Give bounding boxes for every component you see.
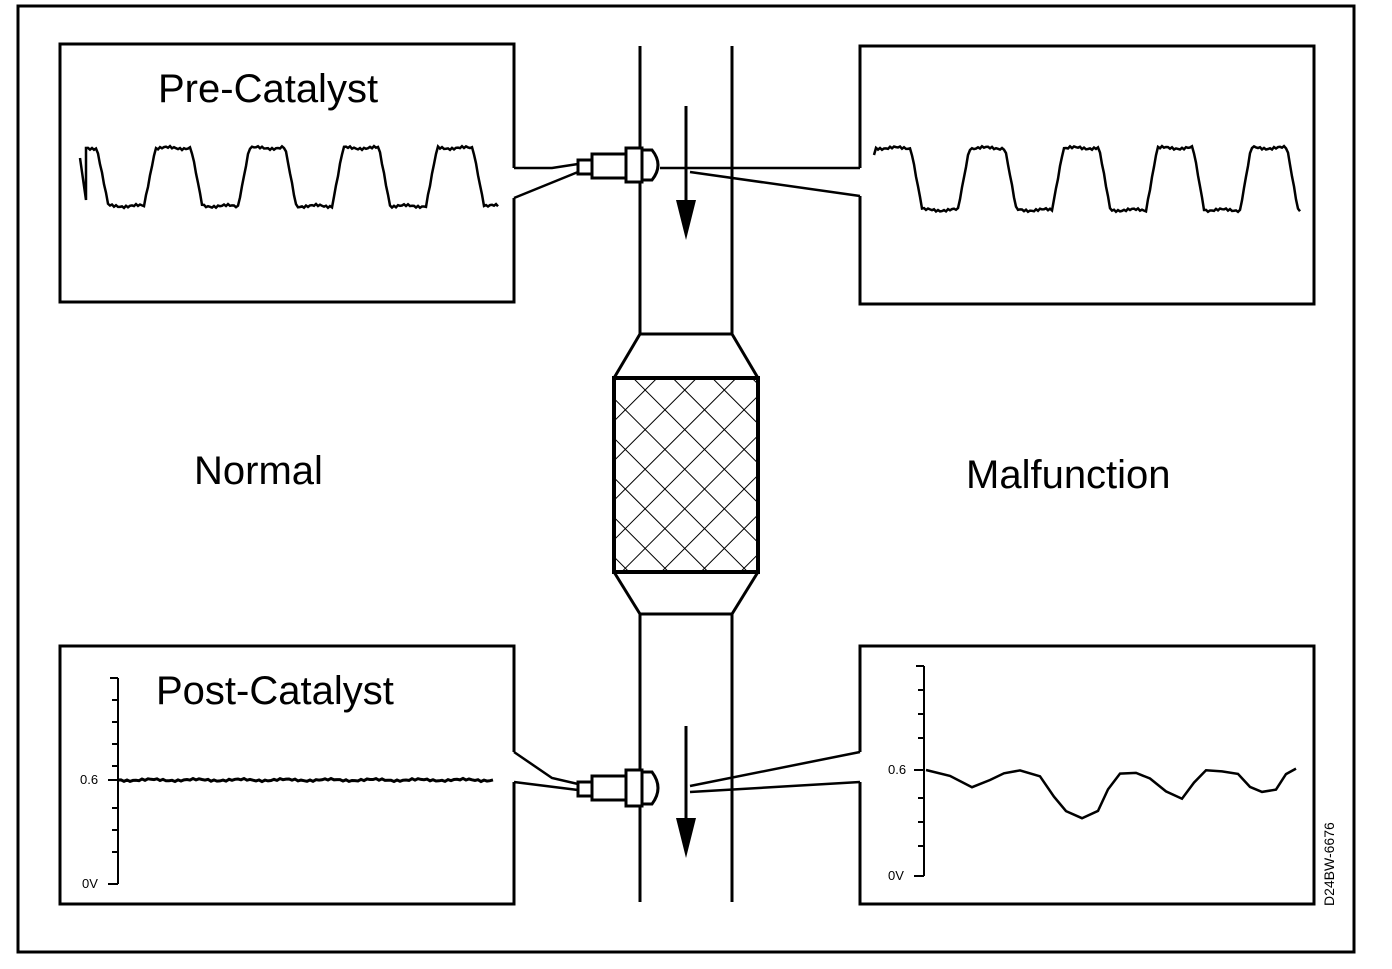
exhaust-pipe (612, 46, 760, 902)
axis-post-normal (108, 677, 119, 885)
leader-lines (513, 162, 861, 794)
label-normal: Normal (194, 449, 323, 493)
sensor-upstream (576, 146, 660, 184)
waveform-post-malfunction (925, 767, 1297, 820)
panel-pre-normal (58, 42, 516, 304)
axis-post-malfunction (914, 665, 925, 877)
panel-post-malfunction (858, 644, 1316, 906)
figure-code: D24BW-6676 (1321, 822, 1337, 906)
flow-arrow-lower (676, 726, 696, 858)
catalyst-substrate (612, 376, 760, 574)
scale-right-high: 0.6 (888, 762, 906, 777)
label-post-catalyst: Post-Catalyst (156, 669, 394, 713)
sensor-downstream (576, 768, 660, 808)
label-malfunction: Malfunction (966, 453, 1171, 497)
scale-left-high: 0.6 (80, 772, 98, 787)
scale-right-low: 0V (888, 868, 904, 883)
outer-frame (16, 4, 1356, 954)
label-pre-catalyst: Pre-Catalyst (158, 67, 378, 111)
waveform-post-normal (117, 776, 494, 784)
panel-post-normal (58, 644, 516, 906)
scale-left-low: 0V (82, 876, 98, 891)
flow-arrow-upper (676, 106, 696, 240)
waveform-pre-normal (78, 144, 499, 210)
waveform-pre-malfunction (872, 144, 1301, 214)
